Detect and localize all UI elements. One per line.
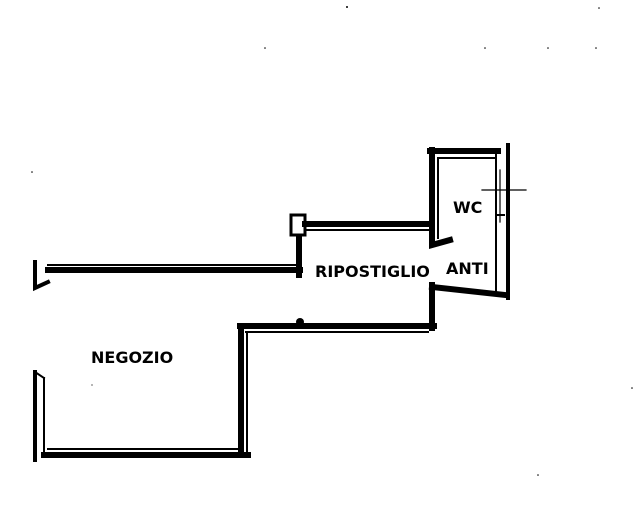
scan-noise — [31, 6, 633, 476]
room-label-wc: WC — [453, 198, 482, 217]
wall-left-cap-top — [33, 260, 51, 292]
room-label-ripostiglio: RIPOSTIGLIO — [315, 262, 430, 281]
room-labels: NEGOZIO RIPOSTIGLIO WC ANTI — [91, 198, 489, 367]
wall-anti-bottom — [428, 283, 509, 299]
wall-mark — [296, 318, 304, 326]
room-label-negozio: NEGOZIO — [91, 348, 173, 367]
wall-wc-left — [429, 147, 454, 249]
walls — [33, 143, 527, 462]
room-label-anti: ANTI — [446, 259, 489, 278]
wall-right-door-mark — [481, 169, 527, 223]
wall-left-cap-bottom — [33, 370, 46, 380]
